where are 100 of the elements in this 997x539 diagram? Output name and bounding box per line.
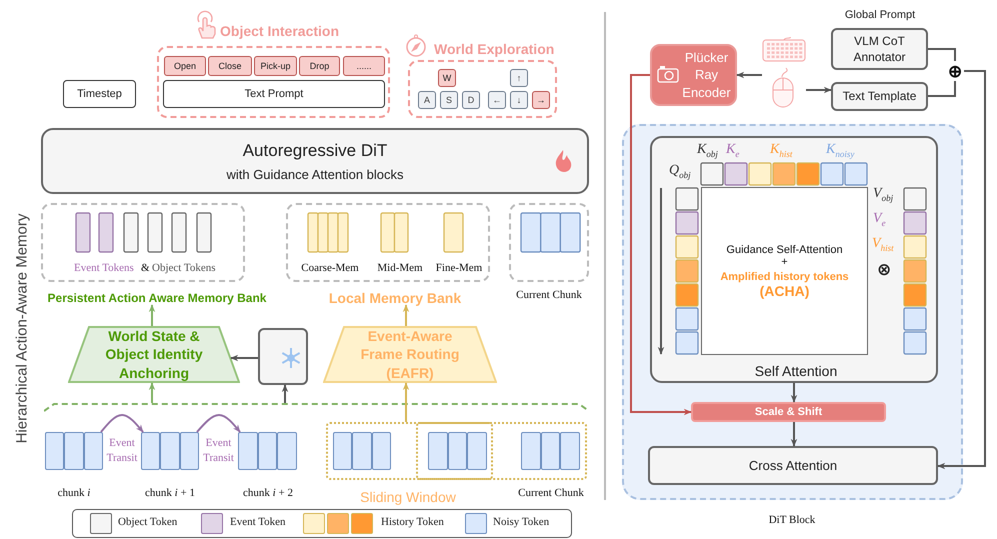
module-label: World State & Object Identity Anchoring <box>104 327 204 382</box>
arrow <box>928 48 956 61</box>
module-label: Event-Aware Frame Routing (EAFR) <box>360 327 460 382</box>
arrow <box>100 414 144 433</box>
token-label: Event Tokens <box>74 262 134 274</box>
dotted-window <box>416 422 493 480</box>
action-label: Open <box>174 61 196 71</box>
arrow <box>230 354 258 362</box>
bracket <box>44 403 589 412</box>
math-symbol: K$_{e}$ <box>726 142 740 159</box>
node-label: Current Chunk <box>517 487 585 499</box>
key-label: S <box>446 95 452 105</box>
action-label: Close <box>218 61 242 71</box>
action-label: Pick-up <box>260 61 290 71</box>
action-chip <box>299 56 340 76</box>
arrow <box>402 382 410 422</box>
legend-label: Event Token <box>230 516 286 528</box>
keyboard-mouse-drawing <box>762 37 806 109</box>
encoder-block <box>650 44 737 106</box>
action-chip <box>254 56 297 76</box>
key-label: A <box>424 95 430 105</box>
key-label: D <box>468 95 474 105</box>
attention-label: Guidance Self-Attention <box>726 244 843 256</box>
token-chunk <box>141 432 199 470</box>
arrow <box>736 72 762 78</box>
key-label: → <box>536 95 546 105</box>
math-symbol: V$_{obj}$ <box>873 186 894 203</box>
encoder-box <box>258 328 308 385</box>
token-chunk <box>521 432 580 470</box>
group-title: World Exploration <box>434 41 554 57</box>
key-cap <box>510 91 528 109</box>
key-cap <box>532 91 550 109</box>
module-label: Scale & Shift <box>754 406 822 418</box>
token-label: & <box>141 262 150 274</box>
trapezoid-module <box>323 326 497 383</box>
key-cap <box>510 69 528 87</box>
arrow <box>282 384 288 403</box>
token-chunk <box>428 432 487 470</box>
math-symbol: K$_{obj}$ <box>697 142 718 159</box>
attention-matrix <box>701 187 868 355</box>
arrow <box>196 414 241 433</box>
key-cap <box>440 91 458 109</box>
action-label: ...... <box>356 61 372 71</box>
module-label: Text Template <box>842 88 916 105</box>
arrow <box>790 422 798 447</box>
action-chip <box>164 56 206 76</box>
node-label: DiT Block <box>768 514 816 526</box>
group-title: Object Interaction <box>220 23 340 39</box>
input-box <box>63 80 136 108</box>
block-title: Self Attention <box>754 363 838 379</box>
bank-title: Persistent Action Aware Memory Bank <box>46 291 268 305</box>
module-label: VLM CoT Annotator <box>852 32 907 66</box>
token-chunk <box>333 432 391 470</box>
math-symbol: K$_{hist}$ <box>770 142 792 159</box>
key-cap <box>488 91 506 109</box>
arrow <box>402 304 410 326</box>
key-label: ↑ <box>516 73 522 83</box>
arrow <box>148 382 156 403</box>
key-label: W <box>442 73 452 83</box>
token-label: Object Tokens <box>152 262 216 274</box>
process-box <box>831 82 928 111</box>
legend-label: Noisy Token <box>493 516 550 528</box>
arrow <box>937 70 986 470</box>
math-symbol: V$_{e}$ <box>873 211 886 228</box>
input-label: Text Prompt <box>244 88 304 100</box>
process-box <box>648 446 938 485</box>
action-chip <box>208 56 252 76</box>
trapezoid-module <box>68 326 240 383</box>
legend-label: History Token <box>381 516 444 528</box>
attention-label: Amplified history tokens <box>720 270 849 282</box>
math-symbol: K$_{noisy}$ <box>826 142 854 159</box>
token-label: Mid-Mem <box>376 262 424 274</box>
encoder-label: Plücker Ray Encoder <box>681 48 732 102</box>
block-title: Autoregressive DiT <box>242 140 388 160</box>
input-box <box>163 80 385 108</box>
plus-operator: ⊕ <box>946 61 964 81</box>
token-chunk <box>238 432 297 470</box>
dit-block-panel <box>622 124 963 500</box>
key-cap <box>462 91 480 109</box>
arrow <box>790 383 798 403</box>
arrow <box>630 74 692 416</box>
arrow <box>148 304 156 326</box>
multiply-operator: ⊗ <box>877 260 892 280</box>
node-label: Current Chunk <box>515 289 583 301</box>
key-cap <box>418 91 436 109</box>
key-label: ↓ <box>516 95 522 105</box>
attention-label: + <box>781 256 788 268</box>
window-title: Sliding Window <box>359 489 457 505</box>
process-box <box>831 28 928 70</box>
node-label: chunk i + 1 <box>144 487 196 499</box>
key-label: ← <box>492 95 502 105</box>
action-chip <box>343 56 385 76</box>
arrow <box>806 86 832 94</box>
token-chunk <box>45 432 103 470</box>
node-label: chunk i <box>56 487 92 499</box>
token-label: Coarse-Mem <box>300 262 360 274</box>
token-label: Fine-Mem <box>434 262 484 274</box>
legend-label: Object Token <box>118 516 178 528</box>
attention-label: (ACHA) <box>760 282 810 298</box>
action-label: Drop <box>310 61 330 71</box>
